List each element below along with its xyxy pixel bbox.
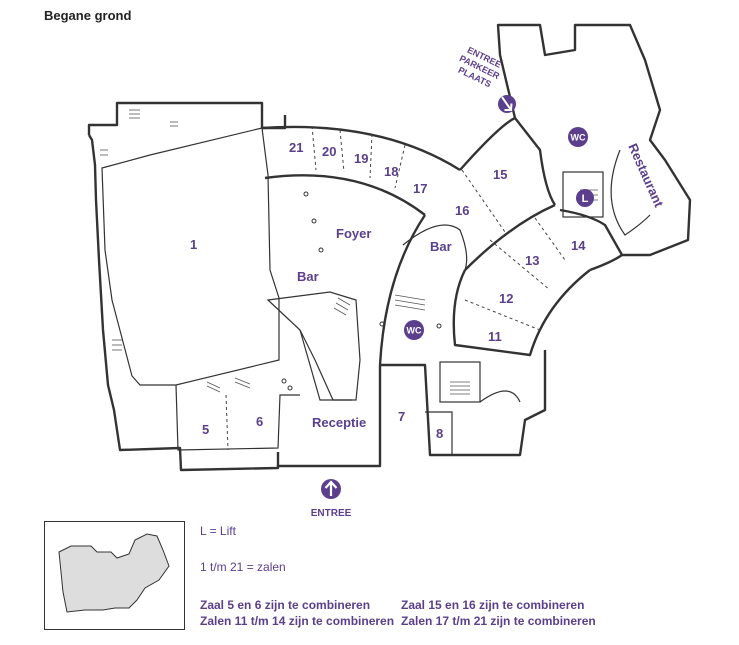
room-1-label: 1 [190, 237, 197, 252]
location-thumbnail [44, 521, 185, 630]
rooms-7-8-walls [380, 350, 547, 457]
divider-13-14 [534, 217, 566, 261]
restaurant-label: Restaurant [625, 141, 667, 210]
bar-right-label: Bar [430, 239, 452, 254]
room-19-label: 19 [354, 151, 368, 166]
lift-badge: L [576, 189, 594, 207]
east-wing-curve [559, 208, 624, 272]
divider-19-20 [339, 129, 345, 173]
east-outer-curve [459, 116, 557, 206]
rooms-11-14-outer-curve [452, 269, 591, 357]
foyer-inner-curve [264, 174, 426, 216]
legend-combine-3: Zaal 15 en 16 zijn te combineren [401, 598, 585, 612]
page-title: Begane grond [44, 8, 132, 23]
lift-label: L [582, 193, 589, 205]
foyer-label: Foyer [336, 226, 371, 241]
restaurant-inner-curve [610, 149, 651, 236]
room-5-label: 5 [202, 422, 209, 437]
rooms-5-6-walls [175, 384, 300, 451]
room-12-label: 12 [499, 291, 513, 306]
reception-inner [299, 329, 352, 401]
divider-12-13 [489, 239, 551, 291]
room-17-label: 17 [413, 181, 427, 196]
divider-15-16 [461, 169, 506, 233]
room-7-8-divider [425, 411, 453, 455]
bar-left-label: Bar [297, 269, 319, 284]
arrow-up-icon [324, 480, 338, 496]
legend-lift: L = Lift [200, 524, 236, 538]
room-20-label: 20 [322, 144, 336, 159]
main-entrance-label: ENTREE [311, 508, 352, 519]
room-13-label: 13 [525, 253, 539, 268]
wc-center-badge: WC [404, 320, 424, 340]
legend-combine-2: Zalen 11 t/m 14 zijn te combineren [200, 614, 395, 628]
lift-core [562, 171, 604, 218]
room-7-label: 7 [398, 409, 405, 424]
wc-top-badge: WC [568, 127, 588, 147]
west-wing-west-wall [87, 134, 280, 472]
room-18-label: 18 [384, 164, 398, 179]
wc-center-label: WC [407, 326, 422, 336]
stair-hatching [100, 109, 598, 395]
stair-curve [479, 390, 521, 403]
receptie-label: Receptie [312, 415, 366, 430]
stair-core [439, 361, 481, 403]
west-wing-walls [87, 101, 287, 135]
main-entrance-marker: ENTREE [311, 479, 352, 519]
room-16-label: 16 [455, 203, 469, 218]
divider-20-21 [311, 125, 317, 171]
divider-17-18 [394, 144, 406, 189]
room-11-label: 11 [488, 329, 502, 344]
rooms-11-14-inner-curve [464, 203, 556, 271]
bar-right-curve [402, 224, 468, 271]
room-8-label: 8 [436, 426, 443, 441]
center-left-curve [378, 214, 426, 366]
room-21-label: 21 [289, 140, 303, 155]
restaurant-walls [496, 23, 692, 257]
building-thumbnail [58, 533, 170, 613]
hall-1-walls [101, 127, 280, 386]
foyer-outer-curve [261, 125, 461, 172]
room-15-label: 15 [493, 167, 507, 182]
reception-block-walls [266, 291, 361, 401]
room-6-label: 6 [256, 414, 263, 429]
room-14-label: 14 [571, 238, 586, 253]
arrow-down-right-icon [501, 96, 513, 111]
wc-top-label: WC [571, 133, 586, 143]
legend-rooms: 1 t/m 21 = zalen [200, 560, 286, 574]
main-south-wall [276, 365, 382, 468]
room-5-6-divider [225, 394, 229, 451]
legend-combine-1: Zaal 5 en 6 zijn te combineren [200, 598, 371, 612]
legend-combine-4: Zalen 17 t/m 21 zijn te combineren [401, 614, 596, 628]
divider-18-19 [369, 133, 373, 179]
foyer-columns [281, 191, 442, 391]
divider-11-12 [464, 299, 541, 331]
